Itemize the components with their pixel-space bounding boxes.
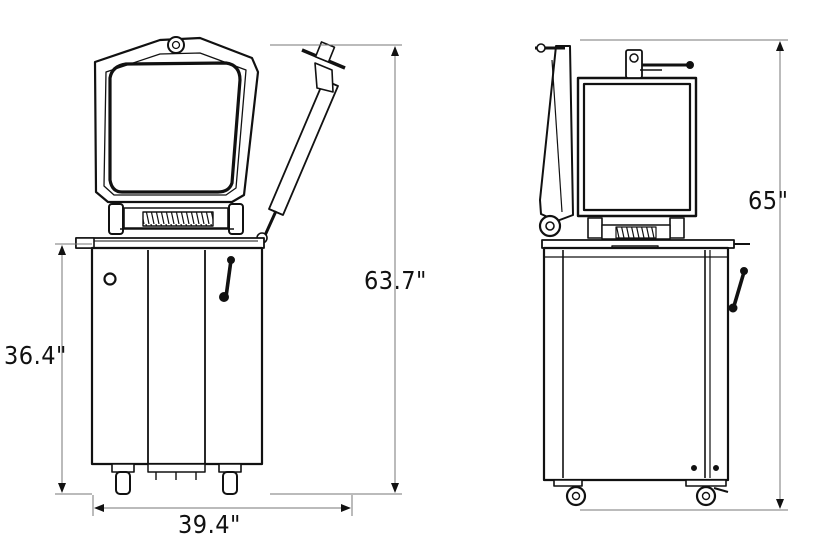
side-dimension-lines [580,39,788,511]
side-view [535,43,750,507]
side-total-height-label: 65" [748,186,789,215]
front-top-deck [75,237,265,249]
side-lid [535,43,574,238]
front-gas-strut [256,41,346,244]
front-lid [93,36,260,204]
front-dimension-lines [55,44,402,516]
side-top-handle [625,49,694,79]
front-cabinet [90,246,264,480]
front-view [75,36,346,495]
side-window-frame [576,76,698,218]
side-cabinet [542,246,748,482]
front-casters [111,463,242,495]
side-casters [553,479,729,507]
side-mechanism [587,217,685,240]
front-total-height-label: 63.7" [364,266,427,295]
front-hinge [108,203,244,235]
front-width-label: 39.4" [178,510,241,539]
front-body-height-label: 36.4" [4,341,67,370]
